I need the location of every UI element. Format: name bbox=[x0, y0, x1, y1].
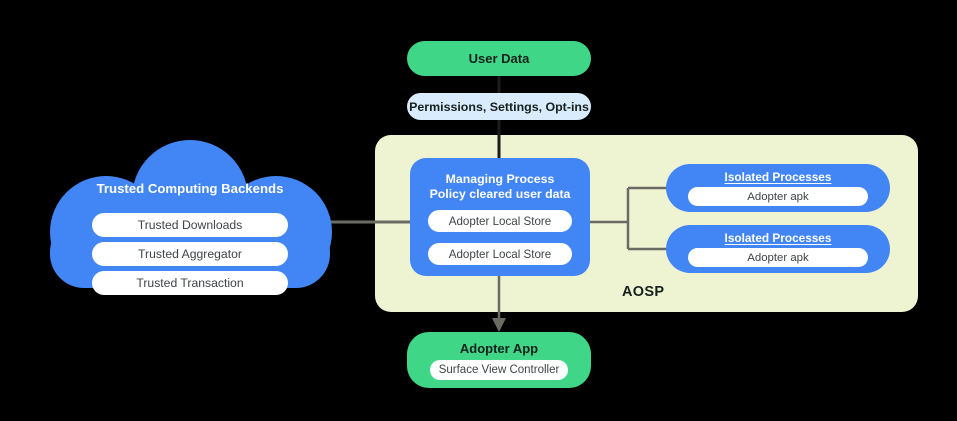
adopter-apk-pill-2[interactable]: Adopter apk bbox=[688, 248, 868, 267]
cloud-item-trusted-downloads[interactable]: Trusted Downloads bbox=[92, 213, 288, 237]
isolated-process-box-2[interactable]: Isolated Processes Adopter apk bbox=[666, 225, 890, 273]
isolated-processes-link-2[interactable]: Isolated Processes bbox=[724, 231, 832, 245]
cloud-title: Trusted Computing Backends bbox=[96, 181, 284, 196]
managing-process-title-line2: Policy cleared user data bbox=[429, 187, 571, 201]
aosp-label: AOSP bbox=[622, 284, 665, 300]
managing-process-title: Managing Process Policy cleared user dat… bbox=[410, 172, 590, 202]
adopter-apk-pill-1[interactable]: Adopter apk bbox=[688, 187, 868, 206]
isolated-process-box-1[interactable]: Isolated Processes Adopter apk bbox=[666, 164, 890, 212]
adopter-app-label: Adopter App bbox=[459, 341, 539, 356]
user-data-label: User Data bbox=[468, 51, 530, 66]
permissions-settings-optins-pill[interactable]: Permissions, Settings, Opt-ins bbox=[407, 93, 591, 120]
cloud-item-trusted-aggregator[interactable]: Trusted Aggregator bbox=[92, 242, 288, 266]
managing-process-title-line1: Managing Process bbox=[445, 172, 555, 186]
isolated-processes-link-1[interactable]: Isolated Processes bbox=[724, 170, 832, 184]
cloud-item-trusted-transaction[interactable]: Trusted Transaction bbox=[92, 271, 288, 295]
managing-process-box[interactable]: Managing Process Policy cleared user dat… bbox=[410, 158, 590, 276]
adopter-local-store-2[interactable]: Adopter Local Store bbox=[428, 243, 572, 265]
adopter-local-store-1[interactable]: Adopter Local Store bbox=[428, 210, 572, 232]
surface-view-controller-pill[interactable]: Surface View Controller bbox=[430, 360, 568, 380]
user-data-box[interactable]: User Data bbox=[407, 41, 591, 76]
adopter-app-box[interactable]: Adopter App Surface View Controller bbox=[407, 332, 591, 388]
